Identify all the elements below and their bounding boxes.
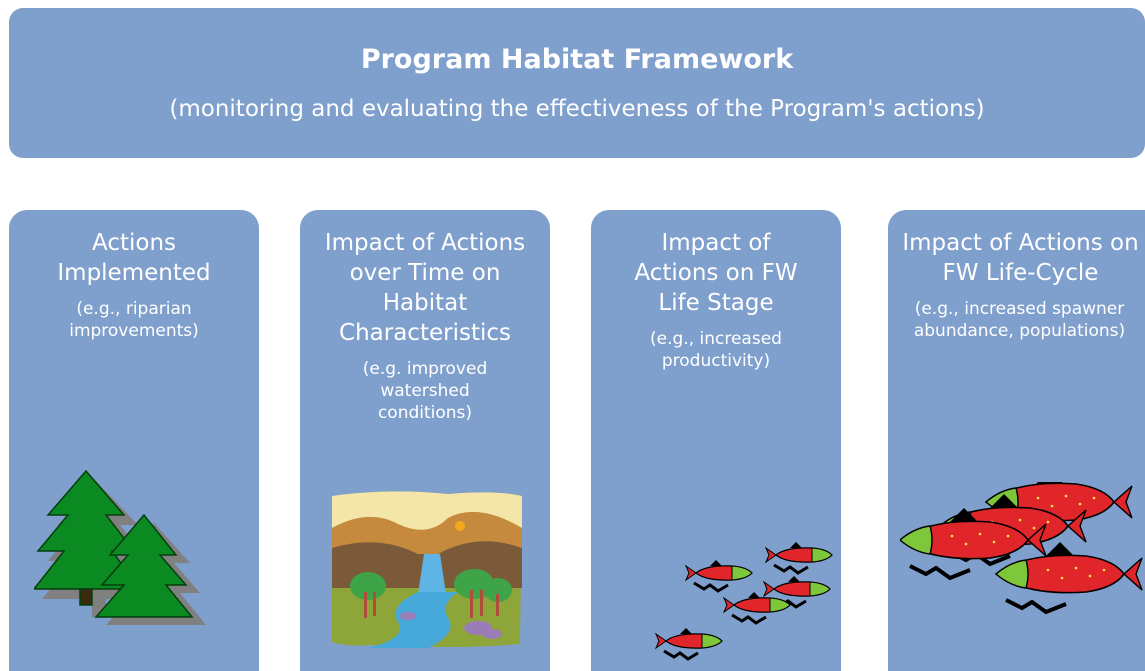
large-salmon-school-icon bbox=[900, 482, 1144, 614]
small-salmon-school-icon bbox=[654, 540, 834, 661]
card-title: Impact of Actions on FW Life-Cycle bbox=[902, 230, 1139, 286]
card-actions-implemented: Actions Implemented (e.g., riparian impr… bbox=[9, 210, 259, 671]
framework-header: Program Habitat Framework (monitoring an… bbox=[9, 8, 1145, 158]
watershed-landscape-icon bbox=[332, 491, 522, 648]
card-life-stage: Impact of Actions on FW Life Stage (e.g.… bbox=[591, 210, 841, 671]
card-title: Actions Implemented bbox=[57, 230, 211, 286]
card-habitat-characteristics: Impact of Actions over Time on Habitat C… bbox=[300, 210, 550, 671]
card-example: (e.g. improved watershed conditions) bbox=[362, 359, 488, 423]
card-title: Impact of Actions on FW Life Stage bbox=[634, 230, 798, 316]
framework-subtitle: (monitoring and evaluating the effective… bbox=[169, 96, 985, 122]
card-example: (e.g., increased productivity) bbox=[650, 329, 782, 371]
framework-title: Program Habitat Framework bbox=[360, 44, 794, 75]
card-title: Impact of Actions over Time on Habitat C… bbox=[324, 230, 526, 346]
card-example: (e.g., riparian improvements) bbox=[69, 299, 199, 341]
card-example: (e.g., increased spawner abundance, popu… bbox=[913, 299, 1126, 341]
card-life-cycle: Impact of Actions on FW Life-Cycle (e.g.… bbox=[888, 210, 1145, 671]
evergreen-trees-icon bbox=[34, 469, 206, 625]
